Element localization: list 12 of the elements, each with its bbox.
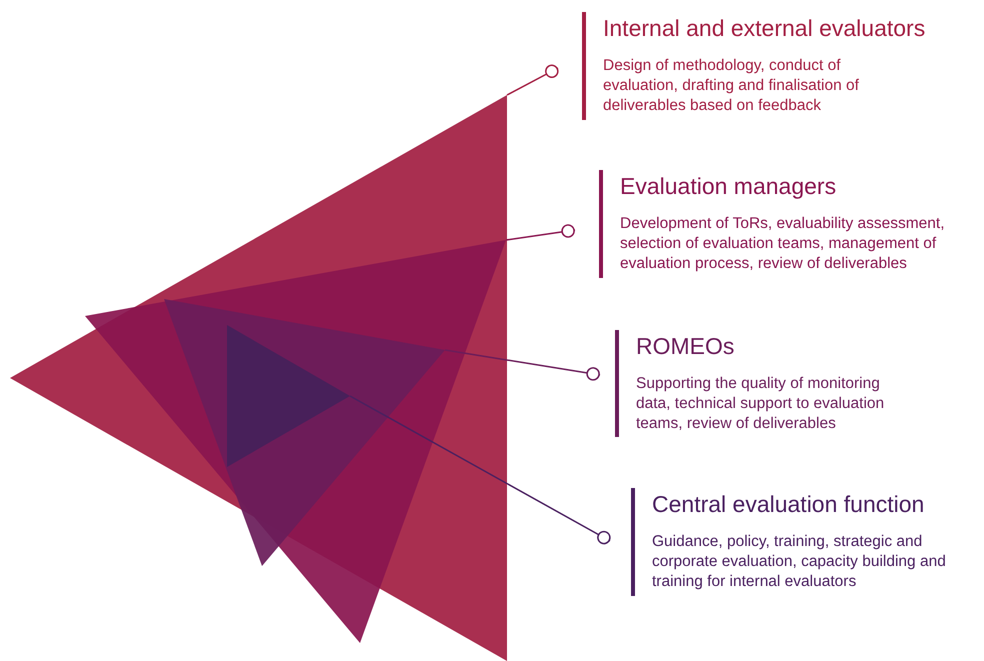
role-heading: ROMEOs xyxy=(636,332,734,360)
leader-line xyxy=(350,395,611,544)
role-heading: Evaluation managers xyxy=(620,172,836,200)
role-description: Supporting the quality of monitoring data, technical support to evaluation teams, review of deliverables xyxy=(636,374,886,434)
role-heading: Central evaluation function xyxy=(652,490,924,518)
role-description: Development of ToRs, evaluability assessment, selection of evaluation teams, management of evaluation process, review of deliverables xyxy=(620,214,946,274)
role-heading: Internal and external evaluators xyxy=(603,14,926,42)
role-description: Design of methodology, conduct of evaluation, drafting and finalisation of deliverables based on feedback xyxy=(603,56,860,116)
leader-line xyxy=(506,224,576,241)
leader-line xyxy=(444,349,600,381)
role-description: Guidance, policy, training, strategic and corporate evaluation, capacity building and training for internal evaluators xyxy=(652,532,947,592)
leader-line xyxy=(506,64,559,96)
